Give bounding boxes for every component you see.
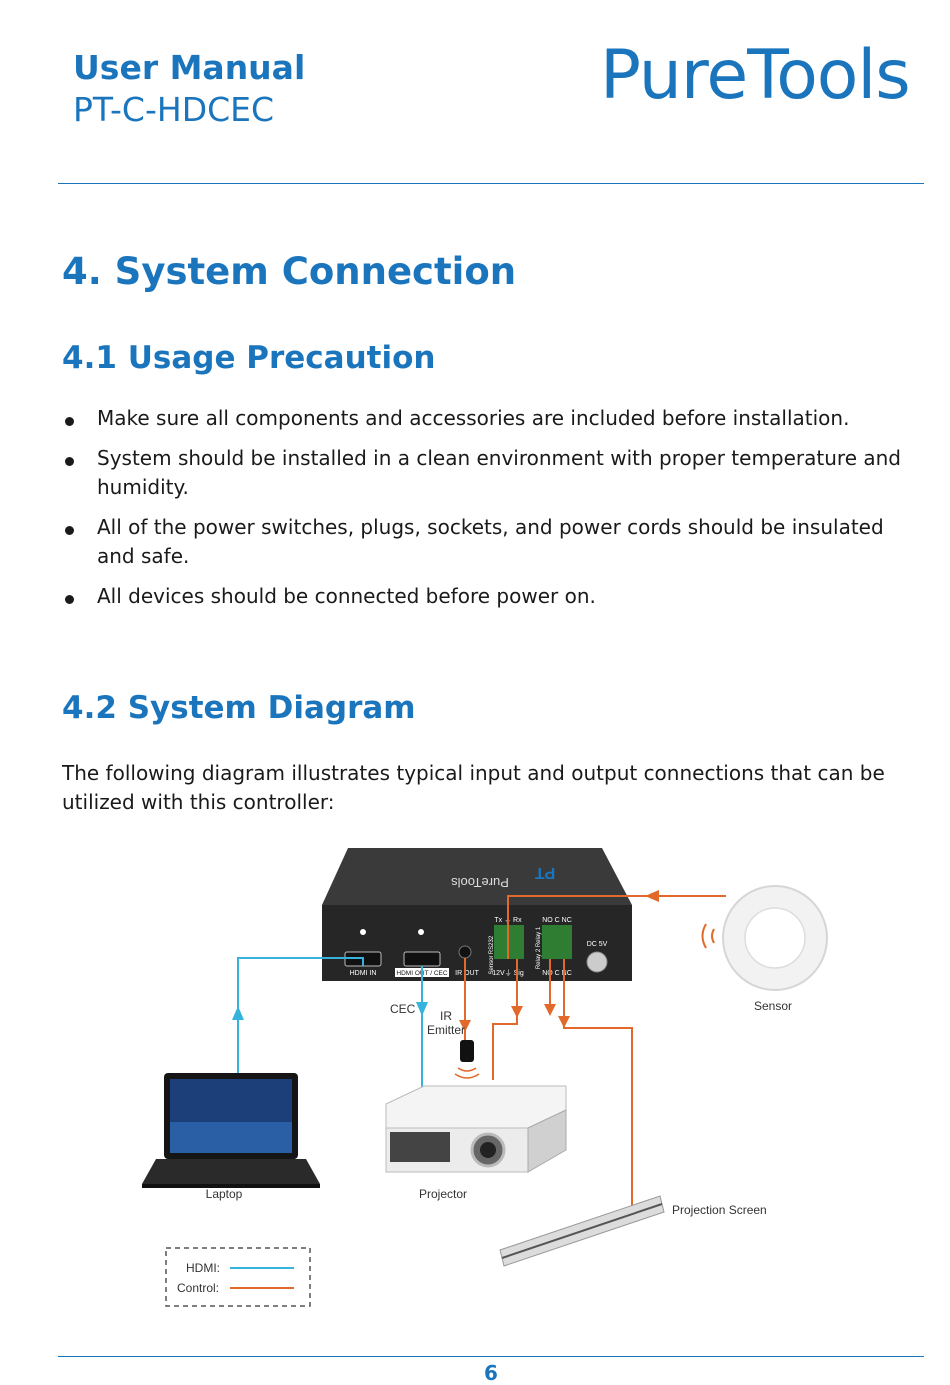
diagram-intro: The following diagram illustrates typica…: [62, 761, 885, 814]
control-arrow-left: [645, 890, 659, 902]
list-item: All devices should be connected before p…: [62, 582, 912, 611]
emitter-label: Emitter: [427, 1023, 465, 1037]
list-item-text: All of the power switches, plugs, socket…: [97, 515, 884, 568]
relay-terminal: [542, 925, 572, 959]
page-number: 6: [484, 1361, 498, 1385]
projector-label: Projector: [419, 1187, 467, 1201]
sensor-device: [701, 885, 828, 991]
screen-edge: [501, 1203, 663, 1259]
doc-title: User Manual: [73, 48, 306, 87]
header-rule: [58, 183, 924, 184]
hdmi-arrow-down: [416, 1002, 428, 1016]
control-arrow-relay1b: [558, 1016, 570, 1028]
bullet-icon: [65, 417, 74, 426]
projection-screen-label: Projection Screen: [672, 1203, 767, 1217]
hdmi-arrow-up: [232, 1006, 244, 1020]
relay-top-label: NO C NC: [542, 917, 572, 924]
puretools-logo: PureTools: [600, 36, 911, 115]
dc5v-label: DC 5V: [587, 941, 608, 948]
system-diagram: PureTools PT HDMI IN HDMI OUT / CEC IR O…: [142, 848, 828, 1307]
list-item: Make sure all components and accessories…: [62, 404, 912, 433]
ir-emitter-icon: [460, 1040, 474, 1062]
ir-signal-icon: [454, 1067, 480, 1079]
ir-label: IR: [440, 1009, 452, 1023]
device-brand-label: PureTools: [451, 875, 509, 890]
control-arrow-relay1a: [544, 1004, 556, 1016]
controller-device: PureTools PT HDMI IN HDMI OUT / CEC IR O…: [322, 848, 632, 981]
ir-out-label: IR OUT: [455, 970, 479, 977]
laptop-icon: [142, 1073, 320, 1188]
laptop-label: Laptop: [206, 1187, 243, 1201]
model-number: PT-C-HDCEC: [73, 90, 275, 129]
sensor-label: Sensor: [754, 999, 792, 1013]
sensor-port-label: Sensor: [489, 955, 495, 974]
control-arrow-ir: [459, 1020, 471, 1032]
power-sig-label: 12V⏚ Sig: [492, 969, 524, 977]
list-item: All of the power switches, plugs, socket…: [62, 513, 912, 571]
legend-hdmi-label: HDMI:: [186, 1261, 220, 1275]
hdmi-out-port: [403, 951, 441, 967]
legend-control-label: Control:: [177, 1281, 219, 1295]
relay2-label: Relay 2: [536, 948, 542, 969]
dc-power-port: [586, 951, 608, 973]
relay-bottom-label: NO C NC: [542, 970, 572, 977]
rs232-label: RS232: [489, 935, 495, 954]
list-item-text: Make sure all components and accessories…: [97, 406, 850, 430]
projector-icon: [385, 1085, 567, 1173]
list-item-text: All devices should be connected before p…: [97, 584, 596, 608]
system-diagram-heading: 4.2 System Diagram: [62, 690, 416, 726]
control-arrow-relay2: [511, 1006, 523, 1018]
bullet-icon: [65, 595, 74, 604]
footer-rule: [58, 1356, 924, 1357]
bullet-icon: [65, 526, 74, 535]
section-title: 4. System Connection: [62, 250, 517, 293]
bullet-icon: [65, 457, 74, 466]
ir-out-port: [458, 945, 472, 959]
list-item-text: System should be installed in a clean en…: [97, 446, 901, 499]
usage-precaution-heading: 4.1 Usage Precaution: [62, 340, 436, 376]
relay1-label: Relay 1: [536, 926, 542, 947]
cec-label: CEC: [390, 1002, 416, 1016]
device-pt-badge: PT: [535, 864, 556, 881]
precaution-list: Make sure all components and accessories…: [62, 404, 912, 622]
hdmi-in-label: HDMI IN: [350, 970, 377, 977]
list-item: System should be installed in a clean en…: [62, 444, 912, 502]
diagram-legend: HDMI: Control:: [165, 1247, 311, 1307]
